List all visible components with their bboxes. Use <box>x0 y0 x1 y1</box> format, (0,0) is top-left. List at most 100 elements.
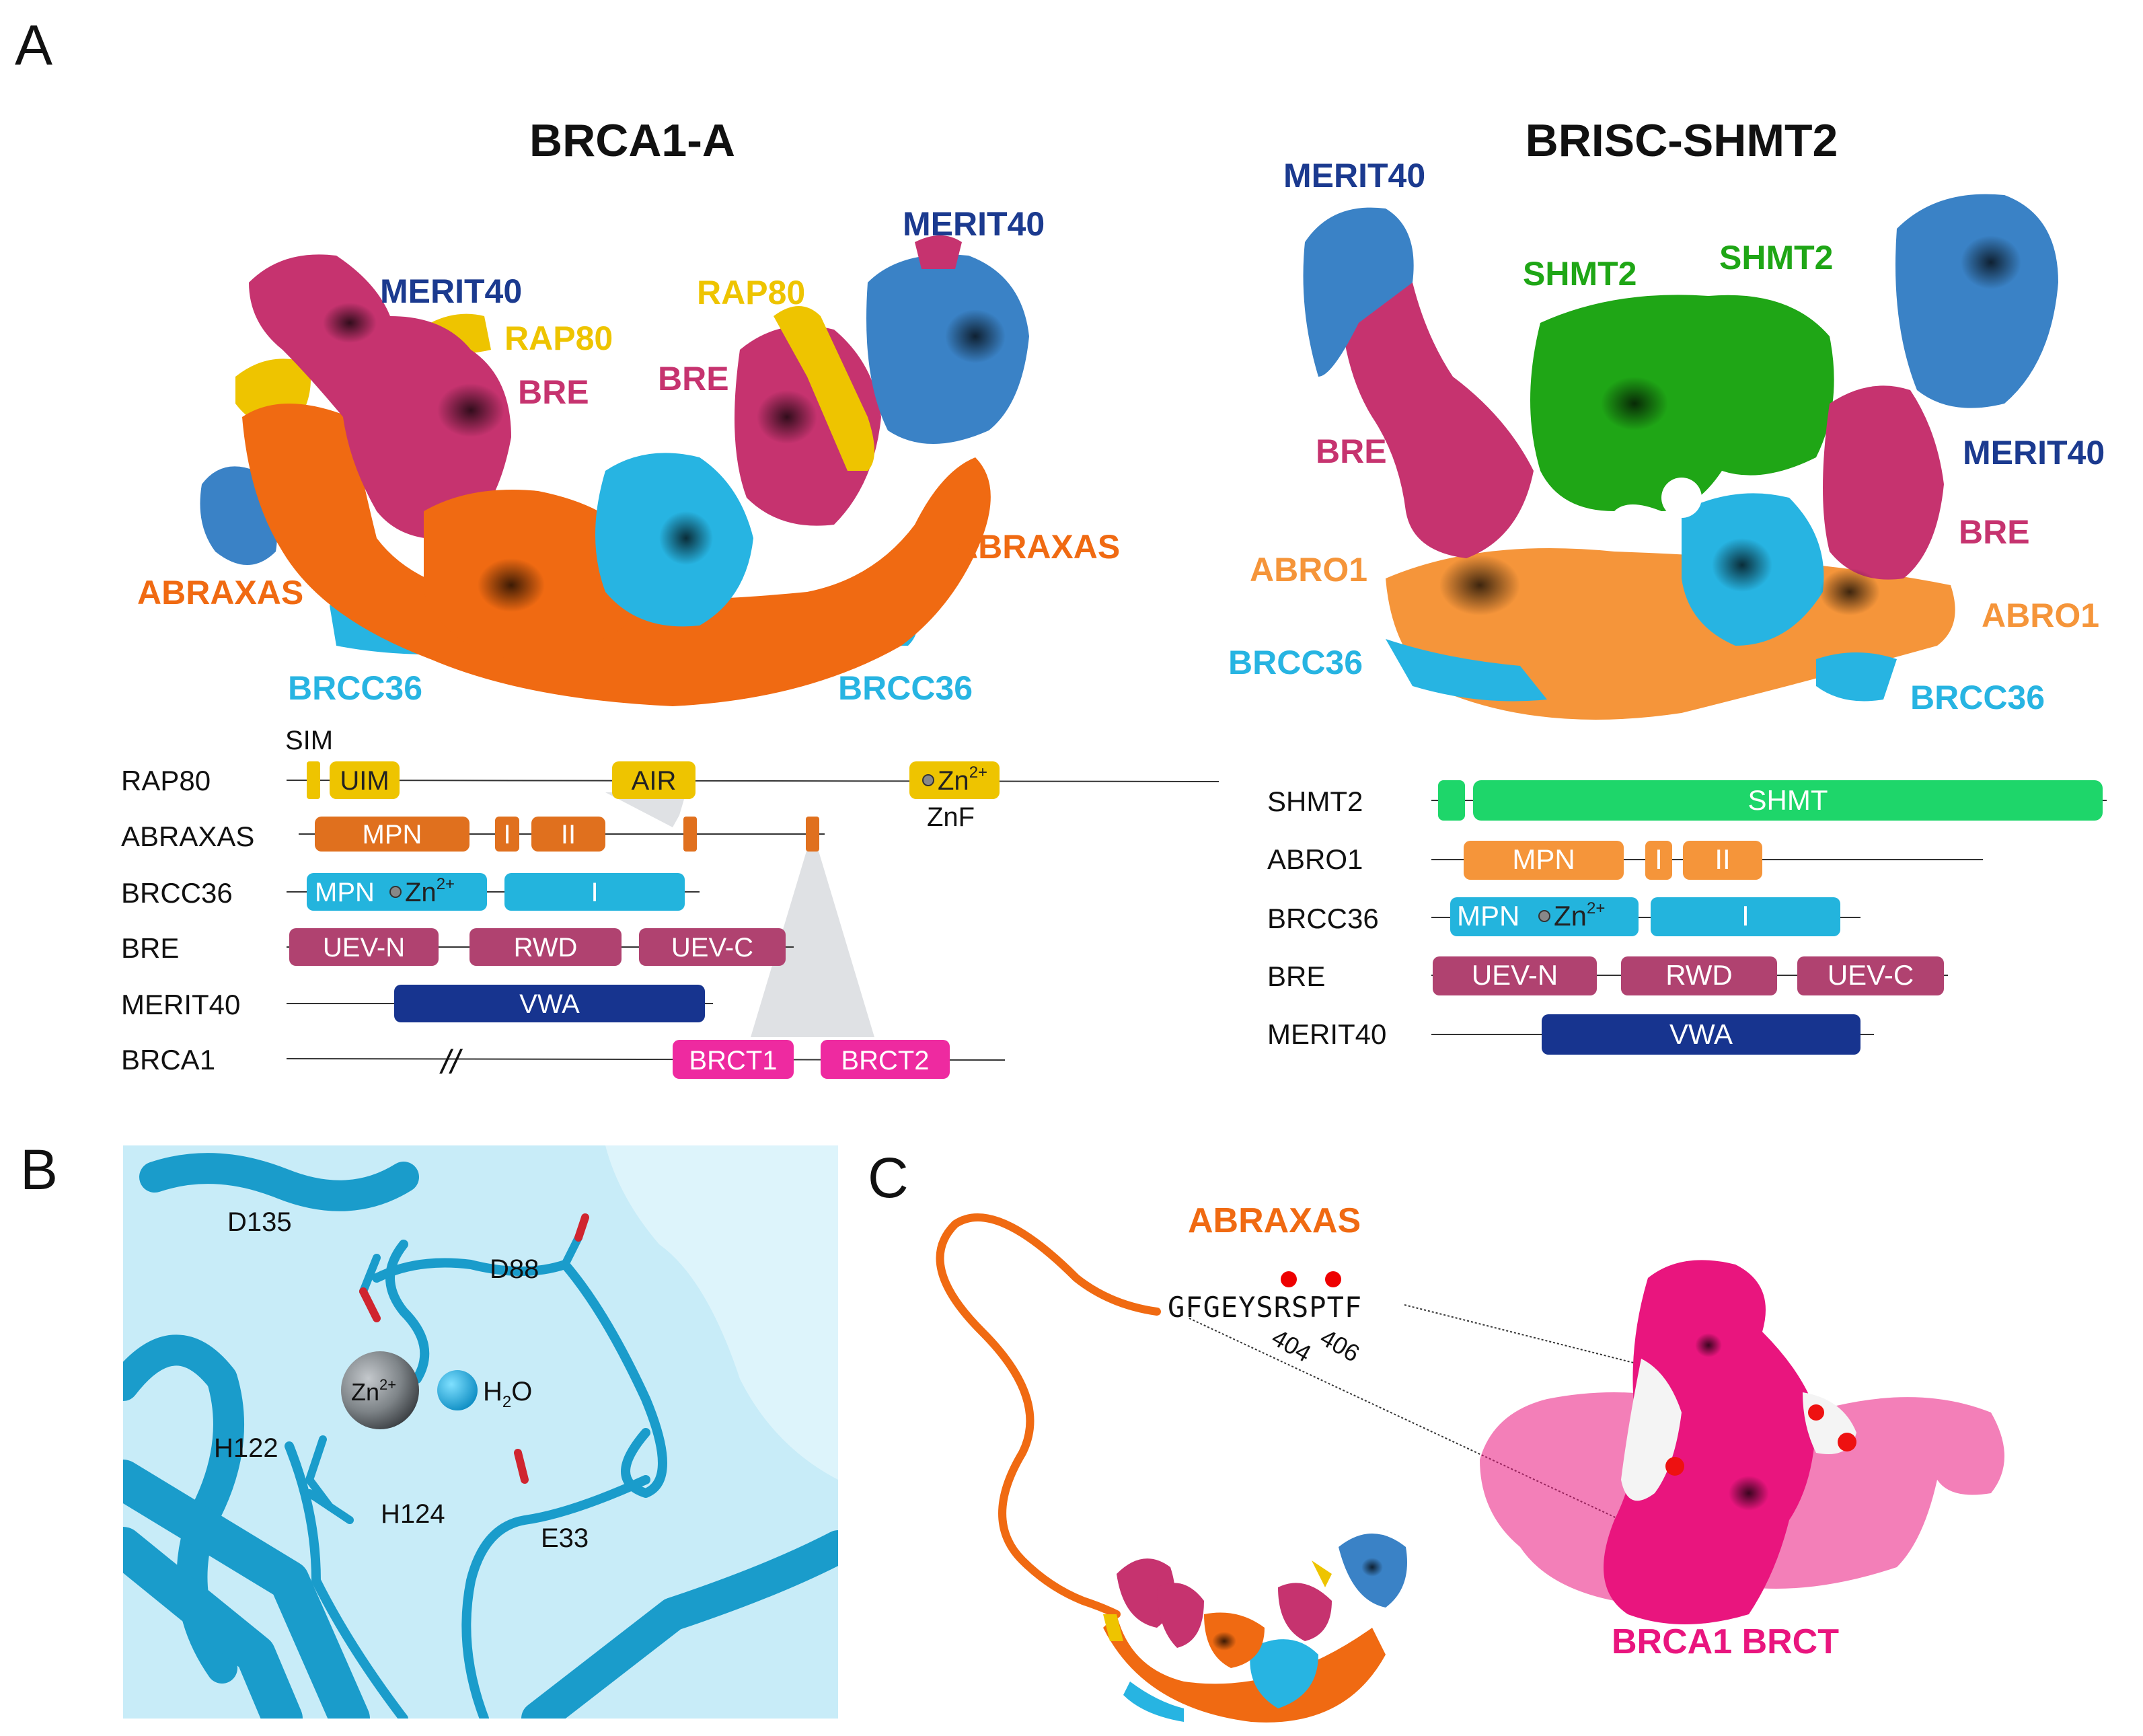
domain-bre-uevn-right <box>1433 956 1597 995</box>
wedge-brct <box>751 849 874 1037</box>
zinc-charge: 2+ <box>379 1376 396 1393</box>
domain-merit40-vwa <box>394 985 705 1022</box>
panel-label-c: C <box>868 1146 909 1209</box>
domain-brct1-label: BRCT1 <box>689 1046 777 1075</box>
domain-brcc36-mpn-label: MPN <box>315 878 375 907</box>
domain-abro1-ii <box>1683 841 1762 880</box>
residue-h124: H124 <box>381 1499 445 1529</box>
label-bre-left-brisc: BRE <box>1316 432 1387 470</box>
label-abro1-left: ABRO1 <box>1250 551 1367 589</box>
domain-diagram-left: RAP80 ABRAXAS BRCC36 BRE MERIT40 BRCA1 S… <box>121 726 1219 1081</box>
domain-abro1-i-label: I <box>1655 843 1663 875</box>
domain-bre-rwd-label-right: RWD <box>1665 959 1733 991</box>
domain-znf-charge: 2+ <box>969 763 987 782</box>
domain-brcc36-mpn-label-right: MPN <box>1457 900 1519 932</box>
domain-abraxas-i-label: I <box>503 820 511 850</box>
domain-shmt2-nterm <box>1438 780 1465 821</box>
label-brcc36-right: BRCC36 <box>838 669 973 707</box>
row-label-abraxas: ABRAXAS <box>121 821 254 852</box>
domain-brct2-label: BRCT2 <box>841 1046 929 1075</box>
brca1-brct-label: BRCA1 BRCT <box>1612 1622 1839 1661</box>
residue-406: 406 <box>1316 1323 1365 1367</box>
abraxas-label-c: ABRAXAS <box>1188 1201 1361 1240</box>
domain-uim <box>330 761 400 799</box>
domain-bre-uevc <box>639 928 786 966</box>
label-shmt2-left: SHMT2 <box>1523 255 1637 293</box>
domain-bre-rwd-right <box>1621 956 1777 995</box>
domain-abraxas-motif-1 <box>683 817 697 852</box>
domain-air <box>612 761 695 799</box>
label-brcc36-right-brisc: BRCC36 <box>1910 679 2045 716</box>
domain-uim-label: UIM <box>340 766 389 796</box>
domain-brcc36-i <box>504 873 685 911</box>
label-brcc36-left-brisc: BRCC36 <box>1228 644 1363 681</box>
label-bre-right-brisc: BRE <box>1959 513 2030 551</box>
domain-bre-rwd <box>469 928 622 966</box>
svg-text:Zn2+: Zn2+ <box>938 763 987 796</box>
domain-abraxas-ii-label: II <box>561 820 576 850</box>
phospho-dot-406 <box>1325 1271 1341 1287</box>
domain-shmt <box>1473 780 2103 821</box>
label-abraxas-right: ABRAXAS <box>954 528 1120 566</box>
domain-brcc36-i-right <box>1651 897 1840 936</box>
brca1-brct-surface <box>1480 1260 2004 1624</box>
domain-brct1 <box>673 1040 794 1079</box>
domain-abraxas-mpn-label: MPN <box>363 820 422 850</box>
domain-abro1-ii-label: II <box>1715 843 1730 875</box>
domain-bre-uevc-label-right: UEV-C <box>1828 959 1914 991</box>
connector-line-top <box>1404 1304 1655 1369</box>
mini-brca1a-complex <box>1103 1534 1407 1723</box>
domain-merit40-vwa-label: VWA <box>519 989 580 1019</box>
domain-brcc36-charge: 2+ <box>437 875 455 893</box>
domain-bre-rwd-label: RWD <box>514 933 578 963</box>
domain-bre-uevc-right <box>1797 956 1944 995</box>
residue-e33: E33 <box>541 1523 589 1553</box>
row-label-brcc36: BRCC36 <box>121 877 233 909</box>
row-label-abro1: ABRO1 <box>1267 843 1363 875</box>
svg-text:Zn2+: Zn2+ <box>351 1376 396 1406</box>
domain-znf-zn: Zn <box>938 766 969 796</box>
domain-abro1-mpn-label: MPN <box>1512 843 1575 875</box>
label-bre-left: BRE <box>518 373 589 411</box>
domain-brcc36-i-label: I <box>591 878 598 907</box>
residue-404: 404 <box>1267 1323 1316 1367</box>
domain-bre-uevn-label: UEV-N <box>323 933 405 963</box>
panel-c: ABRAXAS GFGEYSRSPTF 404 406 BRCA1 BRCT <box>936 1201 2004 1723</box>
peptide-sequence: GFGEYSRSPTF <box>1168 1291 1362 1324</box>
domain-abro1-i <box>1645 841 1672 880</box>
brca1a-structure <box>200 235 1029 706</box>
domain-merit40-vwa-label-right: VWA <box>1669 1018 1733 1050</box>
sim-label: SIM <box>285 726 333 755</box>
domain-bre-uevn <box>289 928 439 966</box>
zinc-dot-icon-brcc36 <box>389 886 402 898</box>
residue-h122: H122 <box>214 1433 278 1463</box>
label-brcc36-left: BRCC36 <box>288 669 422 707</box>
domain-znf <box>909 761 1000 799</box>
domain-abraxas-ii <box>531 817 605 852</box>
water-o: O <box>511 1377 532 1406</box>
row-label-merit40-right: MERIT40 <box>1267 1018 1386 1050</box>
row-label-shmt2: SHMT2 <box>1267 786 1363 817</box>
label-abro1-right: ABRO1 <box>1982 597 2099 634</box>
row-label-bre-right: BRE <box>1267 960 1325 992</box>
zinc-dot-icon-right <box>1538 910 1550 922</box>
domain-brcc36-charge-right: 2+ <box>1587 899 1605 917</box>
water-h: H <box>483 1377 502 1406</box>
row-label-brca1: BRCA1 <box>121 1044 215 1075</box>
domain-shmt-label: SHMT <box>1748 784 1828 816</box>
label-merit40-left-brisc: MERIT40 <box>1283 157 1425 194</box>
brca1-break-mark: // <box>439 1043 463 1081</box>
domain-sim <box>307 761 320 799</box>
label-rap80-right: RAP80 <box>697 274 805 311</box>
label-shmt2-right: SHMT2 <box>1719 239 1833 276</box>
domain-brcc36-zn: Zn <box>405 878 437 907</box>
row-label-merit40: MERIT40 <box>121 989 240 1020</box>
wedge-air <box>605 792 686 827</box>
panel-label-a: A <box>15 13 52 77</box>
water-sub: 2 <box>502 1393 511 1411</box>
abraxas-tail-loop <box>936 1213 1161 1618</box>
residue-d88: D88 <box>490 1254 539 1284</box>
domain-brct2 <box>821 1040 950 1079</box>
zinc-label: Zn <box>351 1378 379 1406</box>
